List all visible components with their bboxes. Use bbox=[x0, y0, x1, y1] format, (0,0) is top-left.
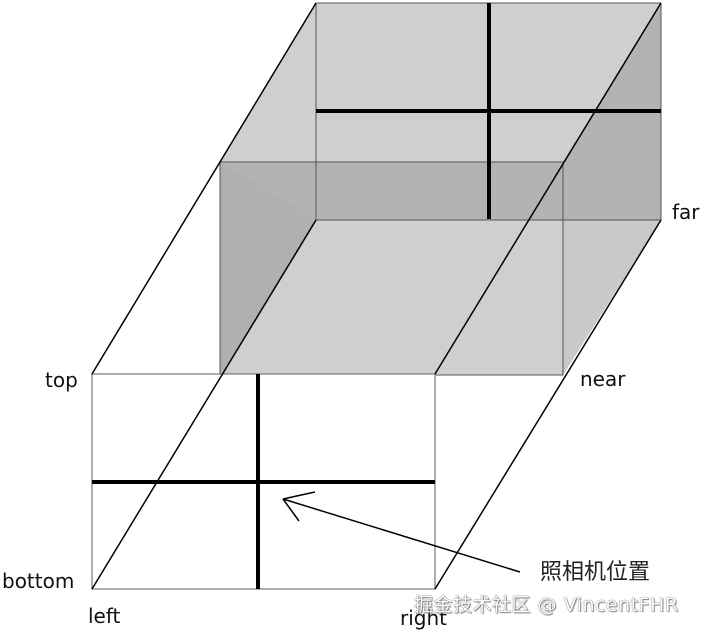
camera-arrow-shaft bbox=[282, 498, 521, 573]
edge-bottom-right bbox=[434, 219, 662, 590]
left-wall-dark bbox=[220, 162, 316, 375]
camera-position-label: 照相机位置 bbox=[540, 560, 651, 585]
label-left: left bbox=[88, 604, 121, 628]
floor-face bbox=[220, 220, 661, 375]
label-bottom: bottom bbox=[2, 569, 75, 593]
edge-top-right bbox=[434, 2, 662, 375]
edge-bottom-left bbox=[91, 219, 317, 590]
camera-arrow-head-1 bbox=[282, 491, 316, 500]
label-top: top bbox=[45, 368, 78, 392]
label-far: far bbox=[672, 200, 700, 224]
label-near: near bbox=[580, 367, 626, 391]
camera-arrow-head-2 bbox=[282, 498, 300, 522]
label-right: right bbox=[400, 606, 447, 630]
edge-top-left bbox=[91, 2, 317, 375]
watermark: 掘金技术社区 @ VincentFHR bbox=[414, 594, 679, 616]
